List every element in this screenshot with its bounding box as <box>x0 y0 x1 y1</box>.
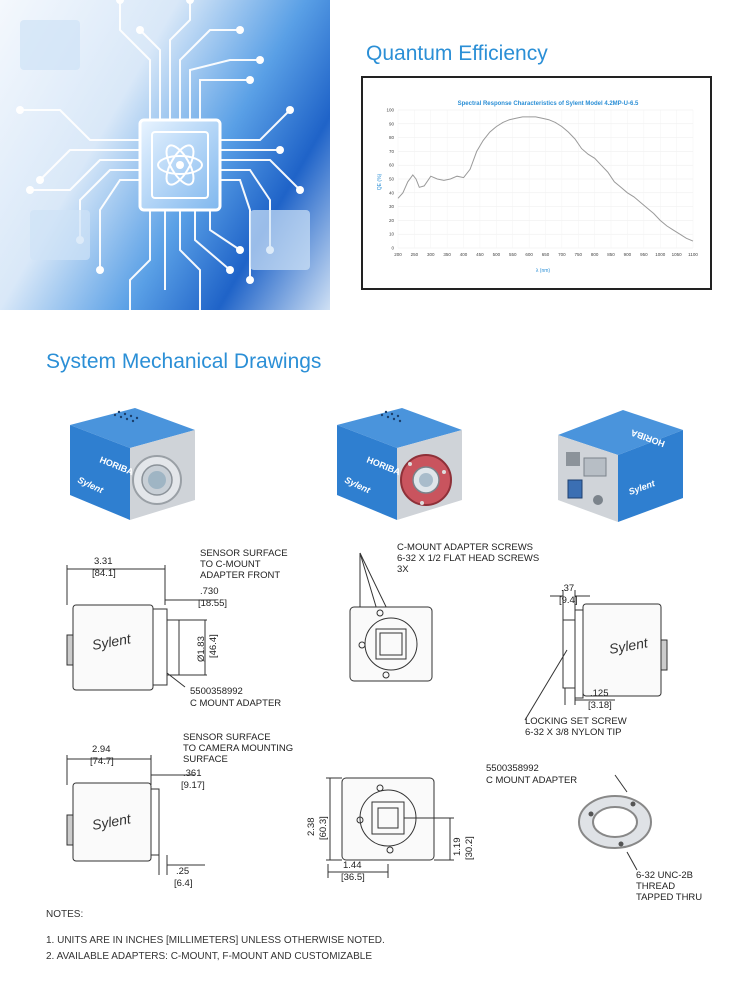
part-label-1: C MOUNT ADAPTER <box>190 698 282 709</box>
x-tick-label: 700 <box>558 252 566 257</box>
x-tick-label: 750 <box>575 252 583 257</box>
x-tick-label: 500 <box>493 252 501 257</box>
note-item-1: 1. UNITS ARE IN INCHES [MILLIMETERS] UNL… <box>46 935 385 946</box>
callout-adapter-screws: C-MOUNT ADAPTER SCREWS 6-32 X 1/2 FLAT H… <box>397 542 540 575</box>
callout-locking-set-screw: LOCKING SET SCREW 6-32 X 3/8 NYLON TIP <box>525 716 627 738</box>
logo-sylent: Sylent <box>91 810 133 833</box>
dim-halfwidth-mm: [36.5] <box>341 872 365 883</box>
camera-render-red-adapter: HORIBA Sylent <box>337 408 462 520</box>
x-tick-label: 650 <box>542 252 550 257</box>
dim-foot-in: .25 <box>176 866 190 877</box>
y-tick-label: 30 <box>389 204 395 209</box>
qe-chart: Spectral Response Characteristics of Syl… <box>361 76 712 290</box>
y-tick-label: 90 <box>389 121 395 126</box>
x-tick-label: 350 <box>443 252 451 257</box>
dim-width2-mm: [74.7] <box>90 756 114 767</box>
x-tick-label: 950 <box>640 252 648 257</box>
qe-series-line <box>397 116 694 242</box>
side-view-drawing-3: Sylent <box>66 755 205 875</box>
side-view-drawing-1: Sylent <box>66 565 215 691</box>
x-tick-label: 250 <box>411 252 419 257</box>
y-tick-label: 70 <box>389 149 395 154</box>
dim-center-mm: [30.2] <box>464 836 475 860</box>
y-tick-label: 80 <box>389 135 395 140</box>
callout-sensor-surface-2: SENSOR SURFACE TO CAMERA MOUNTING SURFAC… <box>183 732 294 765</box>
y-tick-label: 10 <box>389 232 395 237</box>
dim-height-in: 2.38 <box>306 817 317 837</box>
x-tick-label: 550 <box>509 252 517 257</box>
dim-foot-mm: [6.4] <box>174 878 193 889</box>
x-tick-label: 900 <box>624 252 632 257</box>
mechanical-drawings-title: System Mechanical Drawings <box>46 350 322 373</box>
x-tick-label: 200 <box>394 252 402 257</box>
dim-diameter-mm: [46.4] <box>208 634 219 658</box>
front-view-drawing-2 <box>326 777 454 878</box>
side-view-drawing-2: Sylent <box>524 590 668 721</box>
y-tick-label: 20 <box>389 218 395 223</box>
dim-width-mm: [84.1] <box>92 568 116 579</box>
x-tick-label: 1000 <box>655 252 666 257</box>
part-label-2: C MOUNT ADAPTER <box>486 775 578 786</box>
dim-diameter-in: Ø1.83 <box>196 636 207 662</box>
callout-thread: 6-32 UNC-2B THREAD TAPPED THRU <box>636 870 703 903</box>
x-tick-label: 300 <box>427 252 435 257</box>
dim-flange-mm: [18.55] <box>198 598 228 609</box>
hero-circuit-image <box>0 0 330 310</box>
c-mount-adapter-render <box>578 774 652 871</box>
dim-center-in: 1.19 <box>452 837 463 857</box>
y-tick-label: 100 <box>386 108 394 113</box>
front-view-drawing-1 <box>349 552 433 682</box>
dim-flange2-in: .361 <box>183 768 202 779</box>
dim-tip-mm: [3.18] <box>588 700 612 711</box>
notes-heading: NOTES: <box>46 909 84 920</box>
x-tick-label: 1100 <box>688 252 698 257</box>
x-tick-label: 800 <box>591 252 599 257</box>
callout-sensor-surface-1: SENSOR SURFACE TO C-MOUNT ADAPTER FRONT <box>200 548 288 581</box>
x-axis-label: λ (nm) <box>536 268 551 274</box>
quantum-efficiency-title: Quantum Efficiency <box>366 42 548 65</box>
dim-tip-in: .125 <box>590 688 609 699</box>
x-tick-label: 1050 <box>672 252 683 257</box>
y-tick-label: 40 <box>389 190 395 195</box>
camera-render-front: HORIBA Sylent <box>70 408 195 520</box>
qe-chart-svg: Spectral Response Characteristics of Syl… <box>377 101 698 274</box>
part-number-1: 5500358992 <box>190 686 243 697</box>
x-tick-label: 850 <box>607 252 615 257</box>
x-tick-label: 400 <box>460 252 468 257</box>
chart-title: Spectral Response Characteristics of Syl… <box>458 101 639 107</box>
logo-sylent: Sylent <box>91 630 133 653</box>
dim-flange2-mm: [9.17] <box>181 780 205 791</box>
x-tick-label: 450 <box>476 252 484 257</box>
camera-render-back: HORIBA Sylent <box>558 410 683 522</box>
circuit-chip-atom-icon <box>16 0 310 310</box>
dim-gap-mm: [9.4] <box>559 595 578 606</box>
y-tick-label: 50 <box>389 177 395 182</box>
note-item-2: 2. AVAILABLE ADAPTERS: C-MOUNT, F-MOUNT … <box>46 951 372 962</box>
logo-sylent: Sylent <box>608 634 650 657</box>
dim-height-mm: [60.3] <box>318 816 329 840</box>
y-axis-label: QE (%) <box>377 173 383 190</box>
dim-gap-in: .37 <box>561 583 575 594</box>
dim-halfwidth-in: 1.44 <box>343 860 362 871</box>
x-tick-label: 600 <box>525 252 533 257</box>
dim-flange-in: .730 <box>200 586 219 597</box>
part-number-2: 5500358992 <box>486 763 539 774</box>
dim-width-in: 3.31 <box>94 556 113 567</box>
dim-width2-in: 2.94 <box>92 744 111 755</box>
y-tick-label: 60 <box>389 163 395 168</box>
y-tick-label: 0 <box>391 246 394 251</box>
